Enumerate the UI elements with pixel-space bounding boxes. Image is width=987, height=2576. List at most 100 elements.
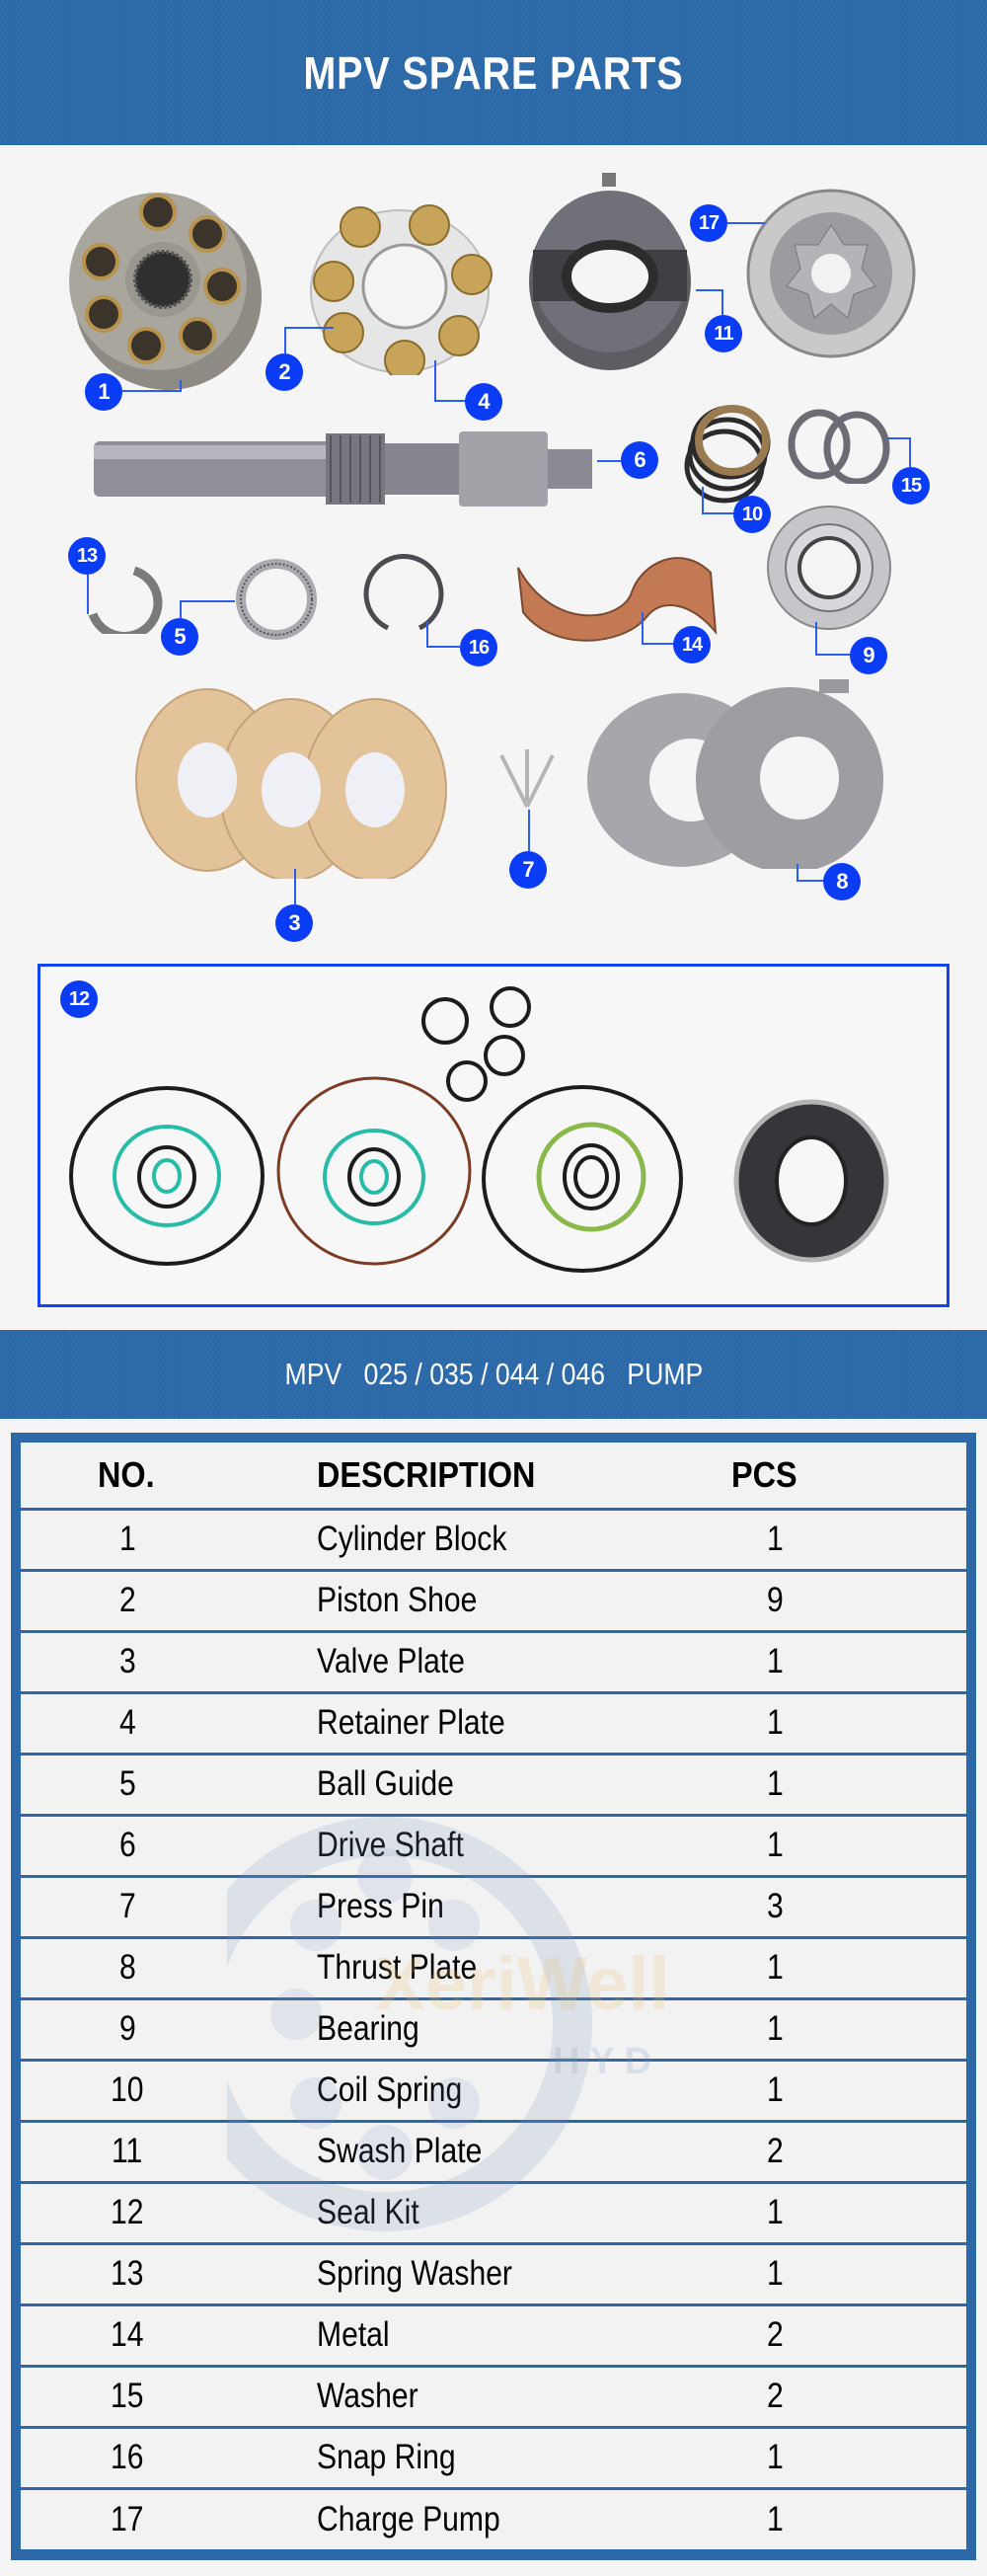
row-no: 12 bbox=[21, 2182, 317, 2245]
leader-line-1 bbox=[122, 380, 182, 392]
leader-line-6 bbox=[597, 460, 621, 462]
row-description: Metal bbox=[317, 2304, 731, 2368]
page-title: MPV SPARE PARTS bbox=[303, 46, 684, 99]
row-pcs: 1 bbox=[731, 2060, 966, 2123]
row-pcs: 1 bbox=[731, 1692, 966, 1756]
callout-badge-12: 12 bbox=[60, 980, 98, 1018]
row-description: Ball Guide bbox=[317, 1754, 731, 1817]
leader-line-7 bbox=[528, 810, 530, 851]
leader-line-2 bbox=[284, 327, 334, 353]
row-no: 11 bbox=[21, 2121, 317, 2184]
row-description: Piston Shoe bbox=[317, 1570, 731, 1633]
row-pcs: 1 bbox=[731, 2427, 966, 2490]
bearing-image bbox=[767, 506, 891, 630]
seal-kit-image bbox=[69, 986, 889, 1273]
drive-shaft-image bbox=[94, 431, 592, 507]
row-no: 6 bbox=[21, 1815, 317, 1878]
leader-line-16 bbox=[426, 622, 460, 648]
callout-badge-9: 9 bbox=[850, 637, 887, 674]
valve-plate-image bbox=[135, 688, 447, 879]
swash-plate-image bbox=[529, 173, 691, 370]
row-no: 8 bbox=[21, 1937, 317, 2000]
row-pcs: 1 bbox=[731, 1754, 966, 1817]
callout-badge-1: 1 bbox=[85, 373, 122, 411]
row-pcs: 2 bbox=[731, 2121, 966, 2184]
row-no: 7 bbox=[21, 1876, 317, 1939]
row-description: Washer bbox=[317, 2366, 731, 2429]
header-description: DESCRIPTION bbox=[317, 1443, 731, 1511]
ball-guide-image bbox=[236, 559, 317, 640]
row-description: Bearing bbox=[317, 1998, 731, 2062]
row-no: 9 bbox=[21, 1998, 317, 2062]
row-pcs: 1 bbox=[731, 1998, 966, 2062]
leader-line-11 bbox=[696, 289, 723, 315]
row-description: Coil Spring bbox=[317, 2060, 731, 2123]
row-pcs: 2 bbox=[731, 2366, 966, 2429]
row-no: 5 bbox=[21, 1754, 317, 1817]
leader-line-17 bbox=[727, 222, 765, 224]
leader-line-5 bbox=[180, 600, 235, 618]
row-no: 3 bbox=[21, 1631, 317, 1694]
callout-badge-8: 8 bbox=[823, 863, 861, 900]
table-header-row: NO. DESCRIPTION PCS bbox=[21, 1443, 966, 1511]
washer-image bbox=[788, 409, 890, 484]
seal-kit-box bbox=[38, 964, 949, 1307]
row-pcs: 1 bbox=[731, 1631, 966, 1694]
callout-badge-2: 2 bbox=[266, 353, 303, 391]
row-description: Drive Shaft bbox=[317, 1815, 731, 1878]
callout-badge-4: 4 bbox=[465, 383, 502, 421]
row-description: Cylinder Block bbox=[317, 1509, 731, 1572]
leader-line-13 bbox=[87, 575, 89, 614]
row-no: 4 bbox=[21, 1692, 317, 1756]
row-pcs: 3 bbox=[731, 1876, 966, 1939]
callout-badge-14: 14 bbox=[673, 626, 711, 664]
row-pcs: 1 bbox=[731, 2182, 966, 2245]
model-banner: MPV 025 / 035 / 044 / 046 PUMP bbox=[0, 1330, 987, 1419]
leader-line-14 bbox=[642, 612, 673, 645]
row-no: 15 bbox=[21, 2366, 317, 2429]
row-pcs: 1 bbox=[731, 1509, 966, 1572]
row-no: 16 bbox=[21, 2427, 317, 2490]
row-no: 17 bbox=[110, 2499, 144, 2538]
row-description: Retainer Plate bbox=[317, 1692, 731, 1756]
row-no: 10 bbox=[21, 2060, 317, 2123]
row-description: Snap Ring bbox=[317, 2427, 731, 2490]
row-description: Swash Plate bbox=[317, 2121, 731, 2184]
row-description: Spring Washer bbox=[317, 2243, 731, 2306]
header-no: NO. bbox=[21, 1443, 317, 1511]
row-pcs: 1 bbox=[731, 1937, 966, 2000]
model-banner-text: MPV 025 / 035 / 044 / 046 PUMP bbox=[284, 1357, 703, 1391]
row-description: Valve Plate bbox=[317, 1631, 731, 1694]
callout-badge-10: 10 bbox=[733, 496, 771, 533]
charge-pump-image bbox=[746, 189, 916, 358]
press-pin-image bbox=[499, 749, 555, 808]
row-no: 1 bbox=[21, 1509, 317, 1572]
leader-line-8 bbox=[797, 864, 823, 882]
row-no: 2 bbox=[21, 1570, 317, 1633]
row-description: Charge Pump bbox=[317, 2499, 500, 2538]
row-no: 13 bbox=[21, 2243, 317, 2306]
row-description: Press Pin bbox=[317, 1876, 731, 1939]
leader-line-4 bbox=[434, 360, 466, 402]
callout-badge-3: 3 bbox=[275, 904, 313, 942]
callout-badge-11: 11 bbox=[705, 315, 742, 352]
row-pcs: 2 bbox=[731, 2304, 966, 2368]
leader-line-3 bbox=[294, 869, 296, 904]
callout-badge-13: 13 bbox=[68, 537, 106, 575]
retainer-plate-image bbox=[310, 204, 493, 375]
row-description: Seal Kit bbox=[317, 2182, 731, 2245]
